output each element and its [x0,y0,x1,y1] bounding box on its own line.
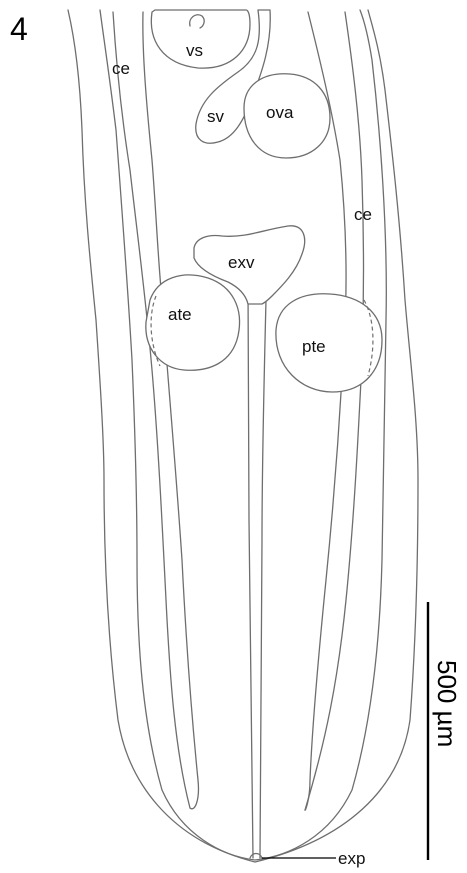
label-sv: sv [207,107,225,126]
body-inner-outline [100,10,386,860]
label-ova: ova [266,103,294,122]
excretory-canal-right [260,300,266,858]
scale-bar-label: 500 µm [432,660,462,747]
label-pte: pte [302,337,326,356]
label-ce-right: ce [354,205,372,224]
label-exv: exv [228,253,255,272]
label-vs: vs [186,41,203,60]
excretory-canal-left [248,285,253,858]
anterior-testis [146,275,240,370]
caecum-left-inner [143,12,199,809]
caecum-left-outer [113,12,190,808]
label-ate: ate [168,305,192,324]
posterior-testis [276,294,382,392]
panel-number: 4 [10,11,28,47]
label-exp: exp [338,849,365,868]
label-ce-left: ce [112,59,130,78]
